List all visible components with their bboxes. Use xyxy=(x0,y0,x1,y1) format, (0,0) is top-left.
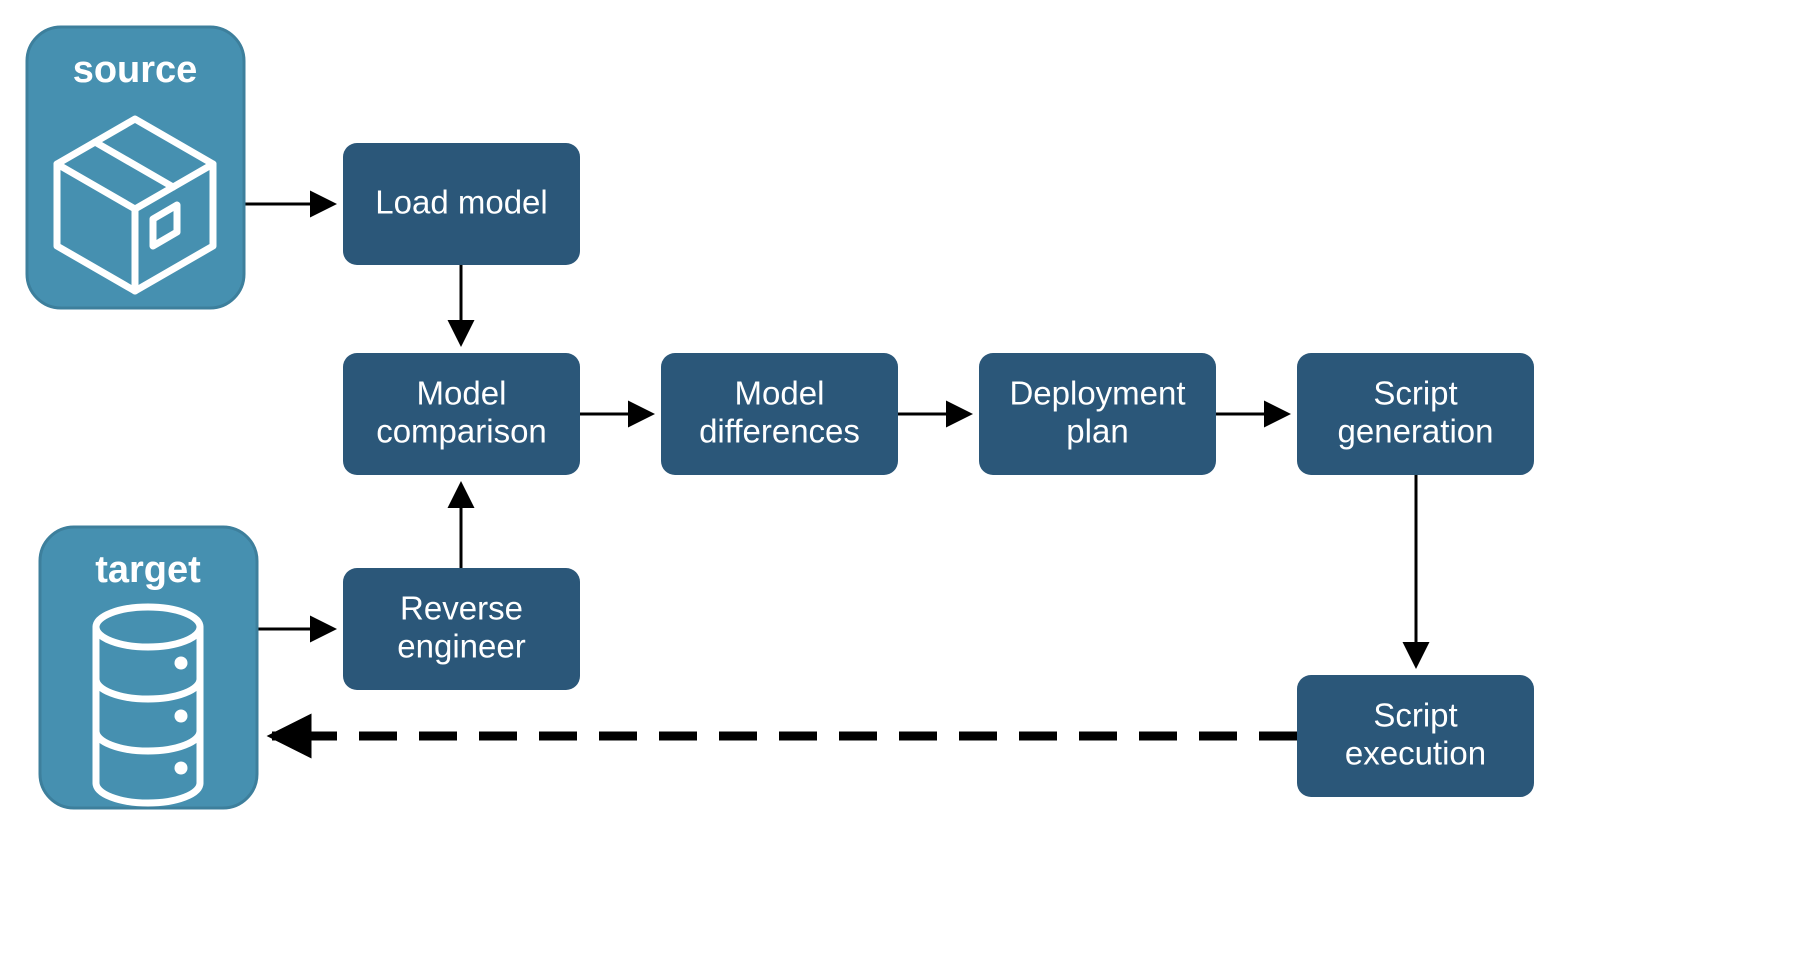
node-script-execution[interactable]: Script execution xyxy=(1297,675,1534,797)
script-generation-label-line2: generation xyxy=(1338,413,1494,450)
reverse-engineer-box xyxy=(343,568,580,690)
node-reverse-engineer[interactable]: Reverse engineer xyxy=(343,568,580,690)
script-execution-label-line2: execution xyxy=(1345,735,1486,772)
node-deployment-plan[interactable]: Deployment plan xyxy=(979,353,1216,475)
package-box-icon xyxy=(53,115,217,295)
reverse-engineer-label-line2: engineer xyxy=(397,628,525,665)
database-status-dot xyxy=(174,709,188,723)
node-load-model[interactable]: Load model xyxy=(343,143,580,265)
model-comparison-label-line2: comparison xyxy=(376,413,547,450)
model-comparison-box xyxy=(343,353,580,475)
script-execution-box xyxy=(1297,675,1534,797)
node-script-generation[interactable]: Script generation xyxy=(1297,353,1534,475)
deployment-plan-box xyxy=(979,353,1216,475)
database-status-dot xyxy=(174,761,188,775)
database-status-dot xyxy=(174,656,188,670)
script-generation-label-line1: Script xyxy=(1373,375,1457,412)
node-model-differences[interactable]: Model differences xyxy=(661,353,898,475)
model-differences-label-line1: Model xyxy=(735,375,825,412)
target-label: target xyxy=(95,549,201,591)
reverse-engineer-label-line1: Reverse xyxy=(400,590,523,627)
model-differences-label-line2: differences xyxy=(699,413,860,450)
model-differences-box xyxy=(661,353,898,475)
deployment-plan-label-line1: Deployment xyxy=(1009,375,1185,412)
load-model-label: Load model xyxy=(375,184,547,221)
script-execution-label-line1: Script xyxy=(1373,697,1457,734)
script-generation-box xyxy=(1297,353,1534,475)
model-comparison-label-line1: Model xyxy=(417,375,507,412)
deployment-plan-label-line2: plan xyxy=(1066,413,1128,450)
edge-layer xyxy=(244,190,1430,759)
database-cylinder-icon xyxy=(92,603,204,807)
load-model-box xyxy=(343,143,580,265)
endpoint-target[interactable]: target xyxy=(38,525,259,810)
endpoint-source[interactable]: source xyxy=(25,25,246,310)
source-label: source xyxy=(73,49,198,91)
node-model-comparison[interactable]: Model comparison xyxy=(343,353,580,475)
